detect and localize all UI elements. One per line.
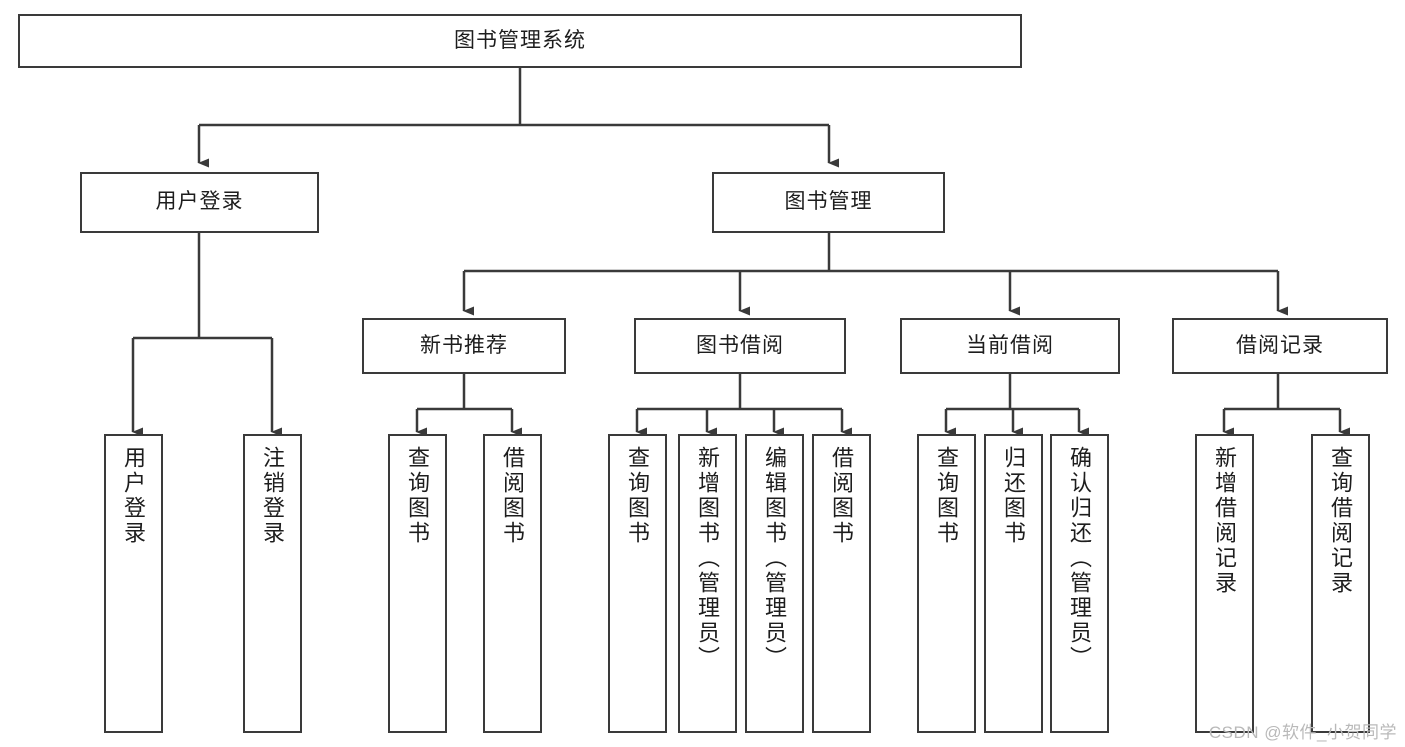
node-label: 查询借阅记录: [1328, 446, 1354, 596]
node-label: 当前借阅: [966, 333, 1054, 357]
leaf-logout[interactable]: 注销登录: [243, 434, 302, 733]
leaf-recommend-borrow-book[interactable]: 借阅图书: [483, 434, 542, 733]
node-label: 图书管理系统: [454, 28, 586, 52]
leaf-current-confirm-return-admin[interactable]: 确认归还（管理员）: [1050, 434, 1109, 733]
node-label: 归还图书: [1001, 446, 1027, 546]
node-label: 用户登录: [121, 446, 147, 546]
node-label: 查询图书: [625, 446, 651, 546]
node-label: 查询图书: [405, 446, 431, 546]
node-borrow-record[interactable]: 借阅记录: [1172, 318, 1388, 374]
leaf-borrow-borrow-book[interactable]: 借阅图书: [812, 434, 871, 733]
leaf-borrow-add-book-admin[interactable]: 新增图书（管理员）: [678, 434, 737, 733]
leaf-borrow-query-book[interactable]: 查询图书: [608, 434, 667, 733]
node-label: 图书管理: [784, 190, 873, 214]
node-user-login[interactable]: 用户登录: [80, 172, 319, 233]
leaf-current-return-book[interactable]: 归还图书: [984, 434, 1043, 733]
leaf-borrow-edit-book-admin[interactable]: 编辑图书（管理员）: [745, 434, 804, 733]
leaf-current-query-book[interactable]: 查询图书: [917, 434, 976, 733]
node-book-borrow[interactable]: 图书借阅: [634, 318, 846, 374]
node-label: 用户登录: [155, 190, 244, 214]
node-label: 新书推荐: [420, 333, 508, 357]
leaf-record-add-record[interactable]: 新增借阅记录: [1195, 434, 1254, 733]
node-new-book-recommend[interactable]: 新书推荐: [362, 318, 566, 374]
node-label: 新增借阅记录: [1212, 446, 1238, 596]
node-label: 确认归还（管理员）: [1067, 446, 1093, 671]
node-current-borrow[interactable]: 当前借阅: [900, 318, 1120, 374]
leaf-recommend-query-book[interactable]: 查询图书: [388, 434, 447, 733]
leaf-user-login[interactable]: 用户登录: [104, 434, 163, 733]
node-root-library-system[interactable]: 图书管理系统: [18, 14, 1022, 68]
node-label: 注销登录: [260, 446, 286, 546]
node-label: 查询图书: [934, 446, 960, 546]
node-label: 图书借阅: [696, 333, 784, 357]
node-book-management[interactable]: 图书管理: [712, 172, 945, 233]
node-label: 借阅图书: [500, 446, 526, 546]
node-label: 借阅记录: [1236, 333, 1324, 357]
node-label: 编辑图书（管理员）: [762, 446, 788, 671]
node-label: 借阅图书: [829, 446, 855, 546]
node-label: 新增图书（管理员）: [695, 446, 721, 671]
watermark: CSDN @软件_小贺同学: [1208, 723, 1397, 742]
leaf-record-query-record[interactable]: 查询借阅记录: [1311, 434, 1370, 733]
